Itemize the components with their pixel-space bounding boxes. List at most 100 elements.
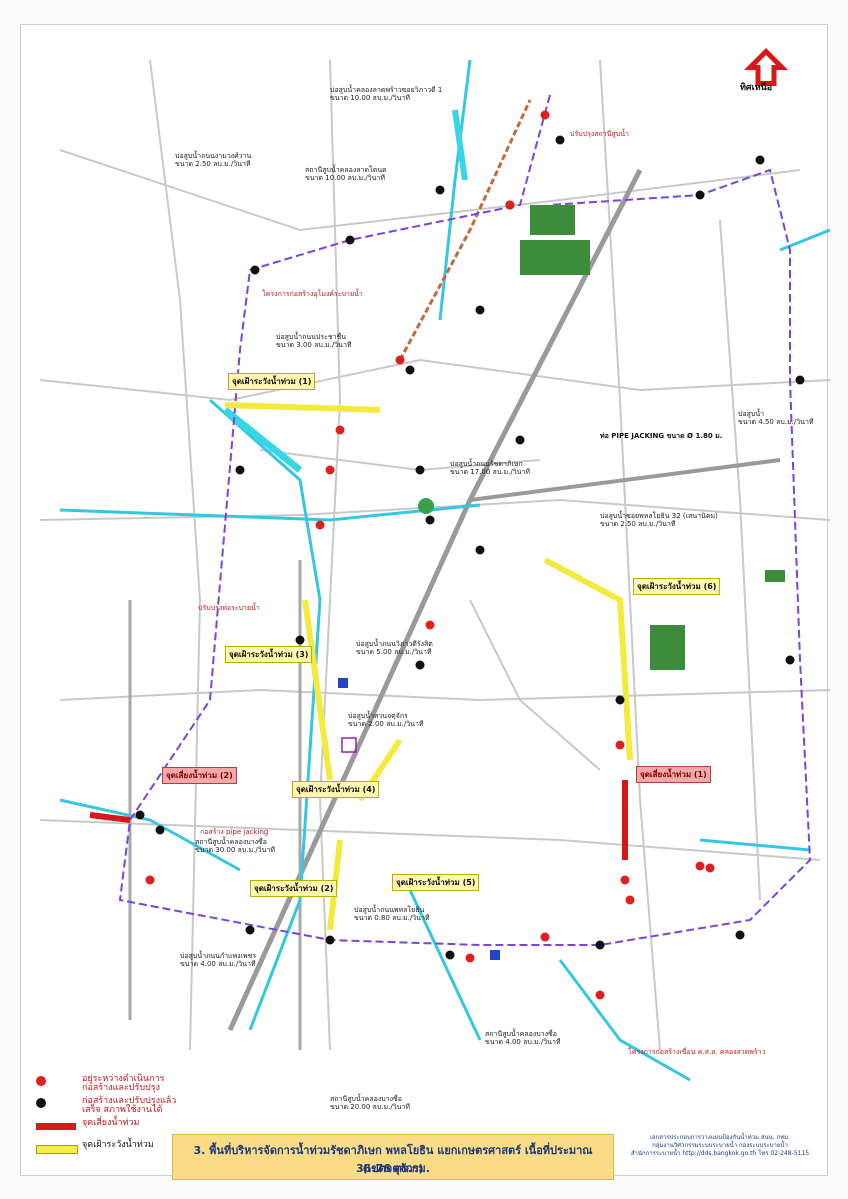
canal-highlight [222,407,303,473]
legend-flood-label: จุดเสี่ยงน้ำท่วม [82,1118,140,1128]
pump-station-done-dot [595,940,605,950]
pump-station-done-dot [695,190,705,200]
watch-point-3: จุดเฝ้าระวังน้ำท่วม (3) [225,646,313,663]
station-square-3 [341,737,357,753]
black-dot-icon [36,1098,46,1108]
pump-station-done-dot [295,635,305,645]
pump-station-done-dot [735,930,745,940]
pump-station-done-dot [250,265,260,275]
district-boundary [118,94,812,946]
yellow-bar-icon [36,1145,78,1154]
legend: อยู่ระหว่างดำเนินการก่อสร้างและปรับปรุง … [32,1074,176,1162]
flood-point-1: จุดเสี่ยงน้ำท่วม (1) [636,766,711,783]
watch-point-6: จุดเฝ้าระวังน้ำท่วม (6) [633,578,721,595]
pump-station-done-dot [415,660,425,670]
pump-station-in-progress-dot [625,895,635,905]
pump-station-done-dot [135,810,145,820]
pump-phahonyothin-32: บ่อสูบน้ำซอยพหลโยธิน 32 (เสนานิคม) ขนาด … [600,512,718,528]
pump-vibhavadi: บ่อสูบน้ำถนนวิภาวดีรังสิต ขนาด 5.00 ลบ.ม… [356,640,433,656]
watch-point-4: จุดเฝ้าระวังน้ำท่วม (4) [292,781,380,798]
station-square-1 [338,678,348,688]
pump-station-done-dot [325,935,335,945]
pump-station-done-dot [785,655,795,665]
pump-station-done-dot [405,365,415,375]
pipe-jacking-label: ท่อ PIPE JACKING ขนาด Ø 1.80 ม. [600,432,723,440]
parks [520,205,785,670]
legend-done: ก่อสร้างและปรับปรุงแล้วเสร็จ สภาพใช้งานไ… [32,1096,176,1118]
map-title: 3. พื้นที่บริหารจัดการน้ำท่วมรัชดาภิเษก … [193,1144,593,1175]
pump-phahon-south: บ่อสูบน้ำถนนพหลโยธิน ขนาด 0.80 ลบ.ม./วิน… [354,906,430,922]
note-pump-upgrade: ปรับปรุงสถานีสูบน้ำ [570,130,629,138]
pump-bang-sue-canal: สถานีสูบน้ำคลองบางซื่อ ขนาด 4.00 ลบ.ม./ว… [485,1030,561,1046]
pump-station-in-progress-dot [325,465,335,475]
pump-station-done-dot [795,375,805,385]
pump-station-in-progress-dot [465,953,475,963]
pump-station-in-progress-dot [540,110,550,120]
highway-diagonal [227,168,643,1032]
pump-station-done-dot [345,235,355,245]
watch-point-2: จุดเฝ้าระวังน้ำท่วม (2) [250,880,338,897]
pump-station-in-progress-dot [705,863,715,873]
flood-route-2 [89,812,131,823]
title-box: 3. พื้นที่บริหารจัดการน้ำท่วมรัชดาภิเษก … [172,1134,614,1180]
pump-ratchadaphisek: บ่อสูบน้ำถนนรัชดาภิเษก ขนาด 17.00 ลบ.ม./… [450,460,530,476]
pump-station-done-dot [415,465,425,475]
pump-prachachuen: บ่อสูบน้ำถนนประชาชื่น ขนาด 3.00 ลบ.ม./วิ… [276,333,352,349]
pump-station-done-dot [475,545,485,555]
pump-station-done-dot [515,435,525,445]
legend-in-progress: อยู่ระหว่างดำเนินการก่อสร้างและปรับปรุง [32,1074,172,1096]
pump-lat-phrao: สถานีสูบน้ำคลองลาดโตนด ขนาด 10.00 ลบ.ม./… [305,166,387,182]
station-square-2 [490,950,500,960]
pump-station-done-dot [475,305,485,315]
pump-station-in-progress-dot [425,620,435,630]
legend-watch-label: จุดเฝ้าระวังน้ำท่วม [82,1140,154,1150]
pump-station-done-dot [435,185,445,195]
pump-station-in-progress-dot [620,875,630,885]
pump-station-in-progress-dot [145,875,155,885]
watch-point-1: จุดเฝ้าระวังน้ำท่วม (1) [228,373,316,390]
pump-station-done-dot [235,465,245,475]
watch-routes [224,402,633,931]
note-pipe-jacking: ก่อสร้าง pipe jacking [200,828,269,836]
note-widen: ปรับปรุงท่อระบายน้ำ [198,604,260,612]
pump-station-done-dot [615,695,625,705]
road-network [39,59,831,1051]
legend-watch: จุดเฝ้าระวังน้ำท่วม [32,1140,172,1162]
north-label: ทิศเหนือ [740,83,773,93]
credit-text: เอกสารประกอบการวางแผนป้องกันน้ำท่วม สนน.… [630,1134,810,1157]
pump-chatuchak: บ่อสูบน้ำสวนจตุจักร ขนาด 2.00 ลบ.ม./วินา… [348,712,424,728]
red-bar-icon [36,1123,76,1130]
pump-station-in-progress-dot [335,425,345,435]
highway-east [469,458,781,502]
watch-point-5: จุดเฝ้าระวังน้ำท่วม (5) [392,874,480,891]
flood-point-2: จุดเสี่ยงน้ำท่วม (2) [162,767,237,784]
pump-kamphaeng-phet: บ่อสูบน้ำถนนกำแพงเพชร ขนาด 4.00 ลบ.ม./วิ… [180,952,257,968]
pump-station-done-dot [755,155,765,165]
north-arrow-icon [743,47,789,86]
pump-samsen: สถานีสูบน้ำคลองบางซื่อ ขนาด 20.00 ลบ.ม./… [330,1095,410,1111]
legend-in-progress-label: อยู่ระหว่างดำเนินการก่อสร้างและปรับปรุง [82,1074,165,1093]
pump-bangkhen-1: บ่อสูบน้ำคลองลาดพร้าวซอยวิภาวดี 1 ขนาด 1… [330,86,443,102]
pump-stations [135,110,805,1000]
pump-station-in-progress-dot [395,355,405,365]
pump-station-done-dot [425,515,435,525]
map-subtitle: (เขตจตุจักร) [362,1162,424,1175]
pump-station-done-dot [555,135,565,145]
red-dot-icon [36,1076,46,1086]
pump-station-done-dot [445,950,455,960]
pump-bang-sue: สถานีสูบน้ำคลองบางซื่อ ขนาด 30.00 ลบ.ม./… [195,838,275,854]
pump-ngamwongwan: บ่อสูบน้ำถนนงามวงศ์วาน ขนาด 2.50 ลบ.ม./ว… [175,152,252,168]
canal-highlight-north [452,109,468,181]
pump-station-done-dot [155,825,165,835]
legend-done-label: ก่อสร้างและปรับปรุงแล้วเสร็จ สภาพใช้งานไ… [82,1096,177,1115]
railway [398,99,532,361]
note-tunnel: โครงการก่อสร้างอุโมงค์ระบายน้ำ [262,290,363,298]
pump-station-in-progress-dot [315,520,325,530]
note-lat-phrao: โครงการก่อสร้างเขื่อน ค.ส.ล. คลองลาดพร้า… [628,1048,766,1056]
legend-flood: จุดเสี่ยงน้ำท่วม [32,1118,172,1140]
pump-station-in-progress-dot [540,932,550,942]
mrt-logo [418,498,434,514]
pump-kaset: บ่อสูบน้ำ ขนาด 4.50 ลบ.ม./วินาที [738,410,814,426]
